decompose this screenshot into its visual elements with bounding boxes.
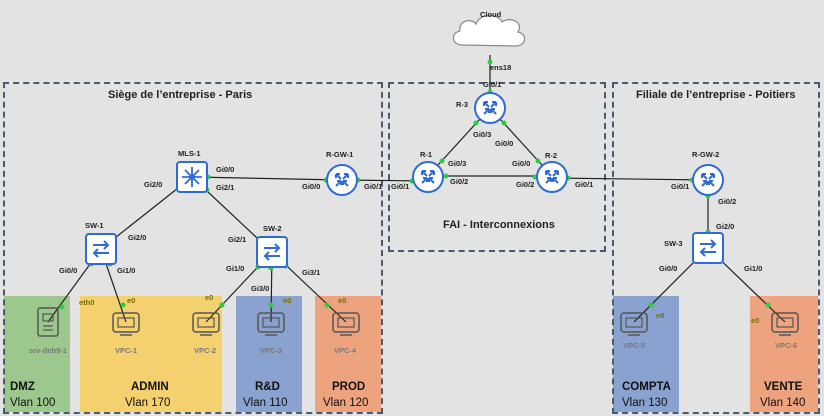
port-sw3-gi00: Gi0/0 <box>659 264 678 273</box>
port-rgw1-gi00: Gi0/0 <box>302 182 321 191</box>
port-vpc3-e0: e0 <box>283 296 292 305</box>
port-srv-eth0: eth0 <box>79 298 95 307</box>
zone-fai <box>388 82 606 252</box>
port-vpc5-e0: e0 <box>656 311 665 320</box>
port-sw2-gi30: Gi3/0 <box>251 284 270 293</box>
vlan-compta-block <box>613 296 679 412</box>
vlan-dmz-name: DMZ <box>10 381 35 393</box>
zone-siege <box>3 82 383 414</box>
pc-vpc6-icon <box>771 312 799 336</box>
server-icon <box>37 307 59 337</box>
vlan-prod-id: Vlan 120 <box>323 397 369 409</box>
sw2-label: SW-2 <box>263 224 282 233</box>
port-rgw2-gi02: Gi0/2 <box>718 197 737 206</box>
r1-label: R-1 <box>420 150 433 159</box>
router-r2-icon <box>536 161 568 193</box>
r3-label: R-3 <box>456 100 469 109</box>
vlan-admin-name: ADMIN <box>131 381 169 393</box>
port-vpc2-e0: e0 <box>205 293 214 302</box>
router-r3-icon <box>474 92 506 124</box>
vlan-prod-name: PROD <box>332 381 366 393</box>
port-mls-gi20: Gi2/0 <box>144 180 163 189</box>
port-r2-gi02: Gi0/2 <box>516 180 535 189</box>
port-r1-gi03: Gi0/3 <box>448 159 467 168</box>
port-cloud-ens18: ens18 <box>490 63 512 72</box>
switch-sw1-icon <box>85 233 117 265</box>
switch-sw2-icon <box>256 236 288 268</box>
vlan-vente-id: Vlan 140 <box>760 397 806 409</box>
mls1-label: MLS-1 <box>178 149 201 158</box>
cloud-icon <box>452 14 526 47</box>
vpc4-label: VPC-4 <box>334 346 357 355</box>
port-rgw2-gi01: Gi0/1 <box>671 182 690 191</box>
vlan-admin-block <box>80 296 222 412</box>
port-vpc4-e0: e0 <box>338 296 347 305</box>
vlan-dmz-block <box>4 296 70 412</box>
zone-filiale <box>612 82 820 414</box>
port-mls-gi00: Gi0/0 <box>216 165 235 174</box>
vlan-prod-block <box>315 296 381 412</box>
zone-fai-title: FAI - Interconnexions <box>443 219 555 231</box>
vlan-rd-block <box>236 296 302 412</box>
port-r3-gi01: Gi0/1 <box>483 80 502 89</box>
switch-sw3-icon <box>692 232 724 264</box>
port-r3-gi00: Gi0/0 <box>495 139 514 148</box>
sw3-label: SW-3 <box>664 239 683 248</box>
vlan-rd-id: Vlan 110 <box>243 397 288 409</box>
port-sw3-gi10: Gi1/0 <box>744 264 763 273</box>
vlan-dmz-id: Vlan 100 <box>10 397 56 409</box>
vpc6-label: VPC-6 <box>775 341 798 350</box>
rgw2-label: R-GW-2 <box>692 150 720 159</box>
port-sw2-gi31: Gi3/1 <box>302 268 321 277</box>
port-mls-gi21: Gi2/1 <box>216 183 235 192</box>
srv-label: srv-deb9-1 <box>29 346 67 355</box>
port-sw2-gi21: Gi2/1 <box>228 235 247 244</box>
sw1-label: SW-1 <box>85 221 104 230</box>
port-rgw1-gi01: Gi0/1 <box>364 182 383 191</box>
cloud-label: Cloud <box>480 10 502 19</box>
pc-vpc5-icon <box>620 312 648 336</box>
vpc3-label: VPC-3 <box>260 346 283 355</box>
port-vpc6-e0: e0 <box>751 316 760 325</box>
port-r3-gi03: Gi0/3 <box>473 130 492 139</box>
port-sw3-gi20: Gi2/0 <box>716 222 735 231</box>
port-sw1-gi20: Gi2/0 <box>128 233 147 242</box>
pc-vpc1-icon <box>112 312 140 336</box>
vlan-vente-block <box>750 296 818 412</box>
vpc2-label: VPC-2 <box>194 346 217 355</box>
port-vpc1-e0: e0 <box>127 296 136 305</box>
router-rgw1-icon <box>326 164 358 196</box>
zone-siege-title: Siège de l’entreprise - Paris <box>108 89 253 101</box>
vlan-vente-name: VENTE <box>764 381 803 393</box>
router-rgw2-icon <box>692 164 724 196</box>
vpc5-label: VPC-5 <box>623 341 646 350</box>
rgw1-label: R-GW-1 <box>326 150 354 159</box>
port-r1-gi02: Gi0/2 <box>450 177 469 186</box>
port-r1-gi01: Gi0/1 <box>391 182 410 191</box>
vlan-admin-id: Vlan 170 <box>125 397 171 409</box>
mls-switch-icon <box>176 161 208 193</box>
port-sw2-gi10: Gi1/0 <box>226 264 245 273</box>
r2-label: R-2 <box>545 151 558 160</box>
pc-vpc4-icon <box>332 312 360 336</box>
router-r1-icon <box>412 161 444 193</box>
port-r2-gi01: Gi0/1 <box>575 180 594 189</box>
port-r2-gi00: Gi0/0 <box>512 159 531 168</box>
vlan-compta-name: COMPTA <box>622 381 671 393</box>
port-sw1-gi10: Gi1/0 <box>117 266 136 275</box>
vpc1-label: VPC-1 <box>115 346 138 355</box>
port-sw1-gi00: Gi0/0 <box>59 266 78 275</box>
vlan-compta-id: Vlan 130 <box>622 397 668 409</box>
pc-vpc2-icon <box>192 312 220 336</box>
zone-filiale-title: Filiale de l’entreprise - Poitiers <box>636 89 796 101</box>
vlan-rd-name: R&D <box>255 381 280 393</box>
